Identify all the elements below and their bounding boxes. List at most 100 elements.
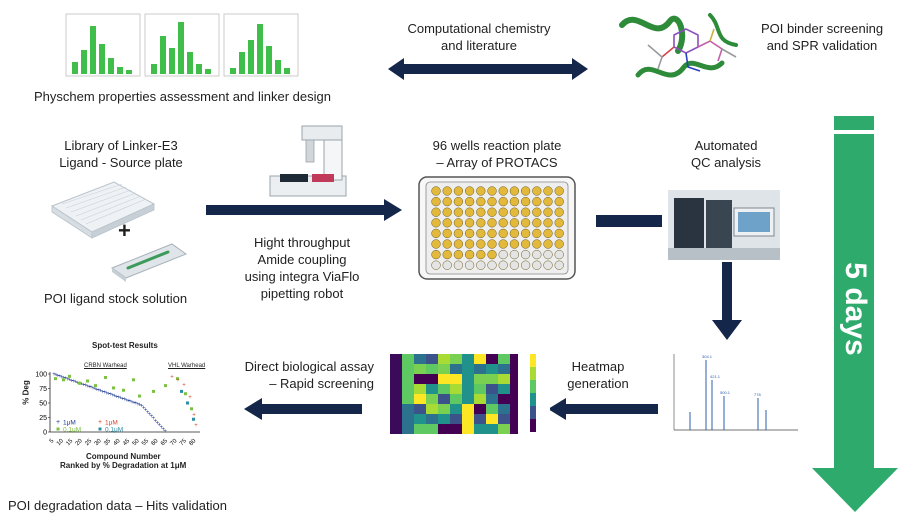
- well: [442, 249, 452, 260]
- well: [431, 228, 441, 239]
- well: [442, 186, 452, 196]
- heatmap-cell: [486, 414, 498, 424]
- heatmap-cell: [438, 414, 450, 424]
- well: [554, 207, 564, 217]
- heatmap-cell: [414, 374, 426, 384]
- spot-point-blue: +: [93, 387, 97, 393]
- heatmap-cell: [402, 394, 414, 404]
- well: [498, 186, 508, 196]
- spot-point-blue: +: [109, 392, 113, 398]
- spot-point-blue: +: [74, 380, 78, 386]
- arrow-to-results: [244, 398, 362, 420]
- spot-point-green: [152, 389, 155, 393]
- well: [453, 228, 464, 239]
- spot-point-green: [112, 386, 115, 390]
- spot-point-blue: +: [136, 402, 140, 408]
- library-line-1: Library of Linker-E3: [64, 138, 178, 153]
- well: [498, 196, 508, 207]
- well: [498, 249, 508, 260]
- heatmap-cell: [438, 424, 450, 434]
- spot-point-green: [190, 407, 193, 411]
- spot-point-blue: +: [64, 376, 68, 382]
- well: [543, 239, 553, 249]
- arrow-to-qc: [596, 215, 662, 227]
- well: [431, 260, 441, 270]
- qc-label: Automated QC analysis: [676, 137, 776, 171]
- heatmap-gen-label: Heatmap generation: [560, 358, 636, 392]
- well: [532, 218, 542, 228]
- timeline-arrow: [812, 116, 898, 512]
- lcms-instrument-image: [668, 190, 780, 260]
- heatmap-gen-line-2: generation: [567, 376, 629, 391]
- plus-sign: +: [118, 218, 131, 243]
- poi-stock-label: POI ligand stock solution: [44, 291, 188, 306]
- heatmap-cell: [474, 394, 486, 404]
- spot-point-blue: +: [70, 378, 74, 384]
- spot-sublabel: Ranked by % Degradation at 1μM: [60, 461, 187, 470]
- well: [464, 207, 475, 217]
- heatmap-cell: [438, 394, 450, 404]
- five-days-label: 5 days: [839, 262, 872, 356]
- spot-point-blue: +: [58, 374, 62, 380]
- spot-point-blue: +: [87, 385, 91, 391]
- well: [532, 249, 542, 260]
- heatmap-cell: [462, 414, 474, 424]
- well: [487, 186, 497, 196]
- well: [520, 196, 531, 207]
- well: [532, 228, 542, 239]
- computational-line-2: and literature: [441, 38, 517, 53]
- heatmap-cell: [498, 414, 510, 424]
- well: [442, 260, 452, 270]
- heatmap-cell: [486, 404, 498, 414]
- spot-legend-marker: +: [56, 419, 60, 426]
- spot-point-blue: +: [54, 373, 58, 379]
- well: [532, 207, 542, 217]
- spot-point-green: [122, 388, 125, 392]
- spot-point-blue: +: [161, 427, 165, 433]
- heatmap-cell: [450, 414, 462, 424]
- well: [509, 249, 520, 260]
- spot-point-blue: +: [103, 390, 107, 396]
- well: [487, 249, 497, 260]
- well: [476, 228, 486, 239]
- heatmap-cell: [390, 424, 402, 434]
- well: [442, 196, 452, 207]
- well: [431, 239, 441, 249]
- well: [509, 260, 520, 270]
- spot-point-green: [68, 374, 71, 378]
- spot-point-blue: +: [158, 423, 162, 429]
- heatmap-cell: [498, 364, 510, 374]
- spot-legend-label: 0.1μM: [105, 427, 123, 434]
- physchem-charts: [64, 12, 300, 78]
- spot-xtick-label: 50: [132, 438, 141, 447]
- well: [431, 186, 441, 196]
- well: [453, 249, 464, 260]
- spot-xtick-label: 10: [56, 438, 65, 447]
- well: [520, 239, 531, 249]
- spot-point-green: [78, 381, 81, 385]
- heatmap-image: [374, 348, 550, 442]
- spot-point-green: [138, 394, 141, 398]
- spot-xtick-label: 80: [188, 438, 197, 447]
- heatmap-cell: [450, 364, 462, 374]
- well: [464, 196, 475, 207]
- spot-point-green: [94, 384, 97, 388]
- well: [442, 218, 452, 228]
- spot-point-teal: [186, 401, 189, 405]
- physchem-chart-3: [223, 13, 299, 77]
- spot-xtick-label: 35: [103, 438, 112, 447]
- poi-binder-line-1: POI binder screening: [760, 21, 884, 36]
- spot-point-blue: +: [56, 373, 60, 379]
- well: [520, 186, 531, 196]
- well: [532, 196, 542, 207]
- library-line-2: Ligand - Source plate: [59, 155, 183, 170]
- well: [487, 196, 497, 207]
- well: [487, 228, 497, 239]
- heatmap-cell: [450, 404, 462, 414]
- spot-point-blue: +: [76, 380, 80, 386]
- well: [453, 207, 464, 217]
- physchem-chart-2: [144, 13, 220, 77]
- heatmap-cell: [438, 404, 450, 414]
- spot-point-red: +: [182, 382, 186, 388]
- heatmap-cell: [414, 354, 426, 364]
